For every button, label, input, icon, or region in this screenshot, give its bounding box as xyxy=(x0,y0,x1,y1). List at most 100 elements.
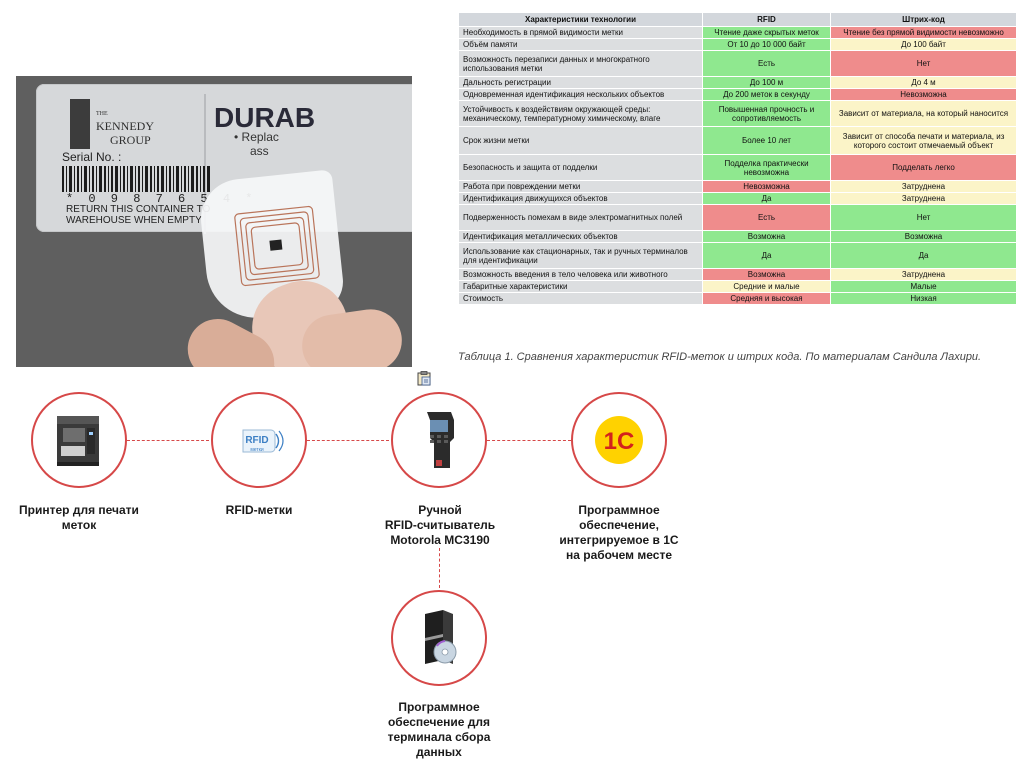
feature-cell: Одновременная идентификация нескольких о… xyxy=(458,88,703,101)
barcode-cell: Затруднена xyxy=(830,180,1017,193)
column-header: RFID xyxy=(702,12,831,27)
feature-cell: Идентификация металлических объектов xyxy=(458,230,703,243)
label-printer-icon xyxy=(57,416,99,466)
connector-line xyxy=(439,548,440,588)
barcode-cell: До 100 байт xyxy=(830,38,1017,51)
barcode-cell: Подделать легко xyxy=(830,154,1017,181)
connector-line xyxy=(487,440,571,441)
barcode-cell: До 4 м xyxy=(830,76,1017,89)
container-label: THE KENNEDY GROUP DURAB • Replac ass Ser… xyxy=(36,84,412,234)
serial-label: Serial No. : xyxy=(62,150,122,164)
barcode-cell: Низкая xyxy=(830,292,1017,305)
barcode-icon xyxy=(62,166,210,192)
terminal-software-label: Программное обеспечение для терминала сб… xyxy=(387,700,491,759)
rfid-tag-photo: THE KENNEDY GROUP DURAB • Replac ass Ser… xyxy=(16,76,412,367)
rfid-tags-node: RFID метки xyxy=(211,392,307,488)
feature-cell: Возможность введения в тело человека или… xyxy=(458,268,703,281)
rfid-cell: Есть xyxy=(702,50,831,77)
table-row: Возможность введения в тело человека или… xyxy=(458,268,1017,281)
label-bullet: ass xyxy=(250,144,269,158)
label-divider xyxy=(204,94,206,234)
return-text: RETURN THIS CONTAINER TO WAREHOUSE WHEN … xyxy=(66,204,211,226)
feature-cell: Использование как стационарных, так и ру… xyxy=(458,242,703,269)
feature-cell: Устойчивость к воздействиям окружающей с… xyxy=(458,100,703,127)
rfid-cell: До 100 м xyxy=(702,76,831,89)
rfid-cell: Более 10 лет xyxy=(702,126,831,155)
terminal-software-node xyxy=(391,590,487,686)
rfid-tags-label: RFID-метки xyxy=(225,503,293,517)
software-1c-node: 1С xyxy=(571,392,667,488)
barcode-cell: Затруднена xyxy=(830,268,1017,281)
table-row: Устойчивость к воздействиям окружающей с… xyxy=(458,100,1017,127)
table-caption: Таблица 1. Сравнения характеристик RFID-… xyxy=(458,351,982,363)
barcode-cell: Малые xyxy=(830,280,1017,293)
feature-cell: Объём памяти xyxy=(458,38,703,51)
feature-cell: Дальность регистрации xyxy=(458,76,703,89)
feature-cell: Срок жизни метки xyxy=(458,126,703,155)
logo-mark-icon xyxy=(70,99,90,149)
rfid-cell: Подделка практически невозможна xyxy=(702,154,831,181)
column-header: Штрих-код xyxy=(830,12,1017,27)
table-row: Подверженность помехам в виде электромаг… xyxy=(458,204,1017,231)
rfid-cell: Возможна xyxy=(702,230,831,243)
barcode-cell: Невозможна xyxy=(830,88,1017,101)
feature-cell: Идентификация движущихся объектов xyxy=(458,192,703,205)
software-box-icon xyxy=(425,610,457,664)
rfid-cell: Да xyxy=(702,192,831,205)
barcode-cell: Возможна xyxy=(830,230,1017,243)
antenna-coil-icon xyxy=(234,205,320,287)
rfid-icon-text: RFID xyxy=(245,435,268,446)
rfid-cell: Возможна xyxy=(702,268,831,281)
feature-cell: Необходимость в прямой видимости метки xyxy=(458,26,703,39)
feature-cell: Работа при повреждении метки xyxy=(458,180,703,193)
rfid-cell: До 200 меток в секунду xyxy=(702,88,831,101)
rfid-cell: Невозможна xyxy=(702,180,831,193)
software-1c-label: Программное обеспечение, интегрируемое в… xyxy=(559,503,679,562)
rfid-cell: Средние и малые xyxy=(702,280,831,293)
rfid-cell: Есть xyxy=(702,204,831,231)
rfid-cell: Чтение даже скрытых меток xyxy=(702,26,831,39)
brand-text: DURAB xyxy=(214,102,316,133)
table-row: Использование как стационарных, так и ру… xyxy=(458,242,1017,269)
kennedy-group-logo: THE KENNEDY GROUP xyxy=(70,99,190,165)
printer-node xyxy=(31,392,127,488)
barcode-cell: Чтение без прямой видимости невозможно xyxy=(830,26,1017,39)
barcode-cell: Затруднена xyxy=(830,192,1017,205)
1c-logo-text: 1С xyxy=(604,428,635,455)
feature-cell: Подверженность помехам в виде электромаг… xyxy=(458,204,703,231)
rfid-tag-icon: RFID метки xyxy=(242,429,284,453)
barcode-cell: Нет xyxy=(830,50,1017,77)
rfid-icon-sub: метки xyxy=(250,447,264,453)
barcode-cell: Зависит от материала, на который наносит… xyxy=(830,100,1017,127)
table-row: Возможность перезаписи данных и многокра… xyxy=(458,50,1017,77)
reader-node xyxy=(391,392,487,488)
connector-line xyxy=(127,440,209,441)
feature-cell: Стоимость xyxy=(458,292,703,305)
rfid-cell: Повышенная прочность и сопротивляемость xyxy=(702,100,831,127)
connector-line xyxy=(307,440,389,441)
rfid-cell: Средняя и высокая xyxy=(702,292,831,305)
comparison-table: Характеристики технологии RFID Штрих-код… xyxy=(458,12,1017,305)
feature-cell: Габаритные характеристики xyxy=(458,280,703,293)
rfid-cell: От 10 до 10 000 байт xyxy=(702,38,831,51)
clipboard-icon xyxy=(417,371,431,386)
barcode-cell: Да xyxy=(830,242,1017,269)
barcode-cell: Нет xyxy=(830,204,1017,231)
reader-label: Ручной RFID-считыватель Motorola MC3190 xyxy=(384,503,496,547)
feature-cell: Возможность перезаписи данных и многокра… xyxy=(458,50,703,77)
column-header: Характеристики технологии xyxy=(458,12,703,27)
label-bullet: • Replac xyxy=(234,130,279,144)
1c-logo-icon: 1С xyxy=(595,416,643,464)
barcode-cell: Зависит от способа печати и материала, и… xyxy=(830,126,1017,155)
table-header-row: Характеристики технологии RFID Штрих-код xyxy=(458,12,1017,27)
rfid-cell: Да xyxy=(702,242,831,269)
